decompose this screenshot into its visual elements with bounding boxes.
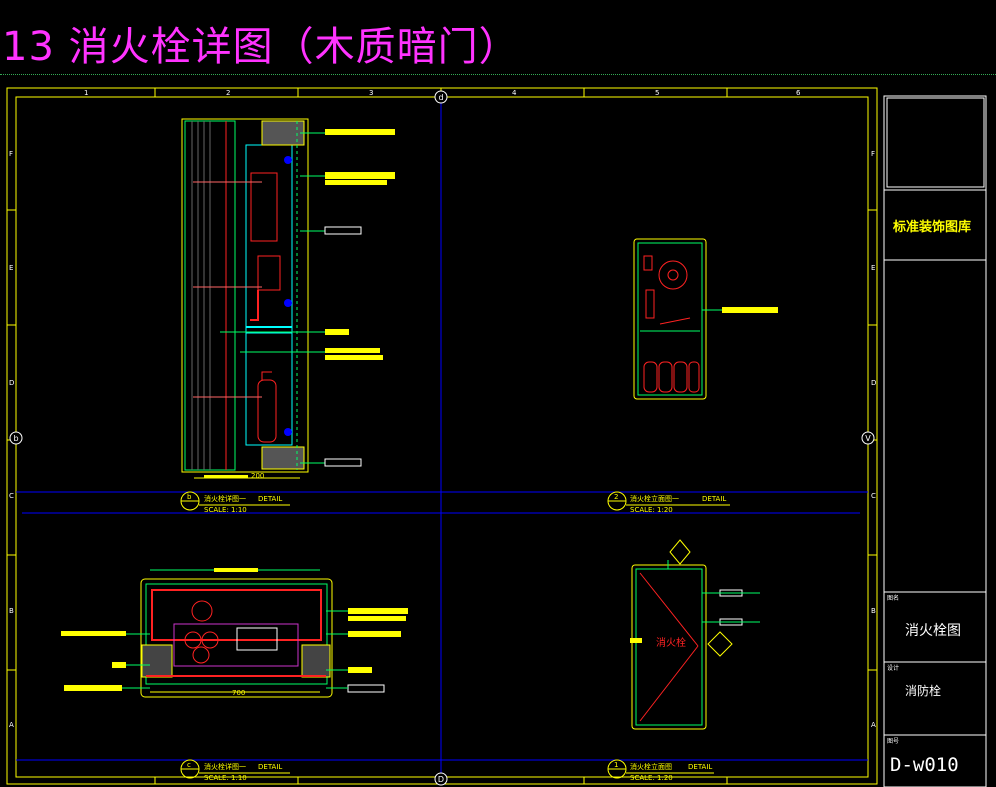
drawing-name-label: 图名 xyxy=(887,594,899,602)
detail-1-num: b xyxy=(187,493,192,501)
col-5: 5 xyxy=(655,89,659,97)
detail-1-suffix: DETAIL xyxy=(258,495,282,503)
center-grid-lines xyxy=(16,97,868,777)
sheet-title: 13 消火栓详图（木质暗门） xyxy=(2,24,520,70)
svg-text:D: D xyxy=(871,379,876,387)
marker-bottom: D xyxy=(438,775,444,784)
callout-bar xyxy=(325,129,395,135)
callout-bar xyxy=(325,329,349,335)
callout-bar xyxy=(61,631,126,636)
dim-700: 700 xyxy=(232,689,245,697)
drawing-no: D-w010 xyxy=(890,754,959,776)
detail-2-title: 消火栓立面图一 xyxy=(630,494,679,503)
detail-3-suffix: DETAIL xyxy=(258,763,282,771)
callout-tag xyxy=(347,684,385,693)
callout-bar xyxy=(348,616,406,621)
svg-text:F: F xyxy=(871,150,875,158)
callout-tag xyxy=(324,458,362,467)
marker-top: d xyxy=(438,93,443,102)
callout-bar xyxy=(722,307,778,313)
detail-3-title: 消火栓详图一 xyxy=(204,762,246,771)
svg-text:C: C xyxy=(871,492,876,500)
detail-labels xyxy=(180,491,730,779)
col-2: 2 xyxy=(226,89,230,97)
callout-tag xyxy=(324,226,362,235)
company-name: 标准装饰图库 xyxy=(892,219,971,235)
callout-bar xyxy=(325,172,395,179)
detail-4-title: 消火栓立面图 xyxy=(630,762,672,771)
detail-4-scale: SCALE: 1:20 xyxy=(630,774,673,782)
svg-text:A: A xyxy=(871,721,876,729)
svg-text:F: F xyxy=(9,150,13,158)
column-labels: 1 2 3 4 5 6 xyxy=(84,89,801,97)
detail-1-scale: SCALE: 1:10 xyxy=(204,506,247,514)
drawing-no-label: 图号 xyxy=(887,738,899,745)
marker-left: b xyxy=(13,434,18,443)
detail-elevation-1 xyxy=(633,238,778,400)
callout-bar xyxy=(112,662,126,668)
svg-text:A: A xyxy=(9,721,14,729)
design-value: 消防栓 xyxy=(905,683,941,698)
design-label: 设计 xyxy=(887,664,899,672)
detail-section-vertical: 200 xyxy=(181,118,395,480)
grid-markers xyxy=(9,90,875,786)
row-labels: F E D C B A F E D C B A xyxy=(9,150,876,729)
detail-4-num: 1 xyxy=(614,761,618,769)
title-block xyxy=(883,95,987,787)
outer-frame xyxy=(6,87,878,785)
top-grid-ticks xyxy=(7,88,877,784)
col-6: 6 xyxy=(796,89,801,97)
dim-200: 200 xyxy=(251,472,264,480)
detail-3-num: c xyxy=(187,761,191,769)
callout-bar xyxy=(325,355,383,360)
callout-bar xyxy=(64,685,122,691)
door-label: 消火栓 xyxy=(656,636,686,649)
detail-3-scale: SCALE: 1:10 xyxy=(204,774,247,782)
detail-2-scale: SCALE: 1:20 xyxy=(630,506,673,514)
callout-bar xyxy=(348,608,408,614)
detail-4-suffix: DETAIL xyxy=(688,763,712,771)
svg-text:B: B xyxy=(871,607,876,615)
detail-plan: 700 xyxy=(61,568,408,698)
detail-2-num: 2 xyxy=(614,493,618,501)
col-1: 1 xyxy=(84,89,88,97)
col-3: 3 xyxy=(369,89,373,97)
callout-bar xyxy=(325,348,380,353)
callout-bar xyxy=(348,667,372,673)
marker-right: V xyxy=(865,434,871,443)
svg-text:E: E xyxy=(9,264,13,272)
svg-text:C: C xyxy=(9,492,14,500)
svg-text:D: D xyxy=(9,379,14,387)
detail-1-title: 消火栓详图一 xyxy=(204,494,246,503)
svg-text:B: B xyxy=(9,607,14,615)
drawing-name: 消火栓图 xyxy=(905,623,961,639)
callout-bar xyxy=(348,631,401,637)
col-4: 4 xyxy=(512,89,517,97)
callout-bar xyxy=(325,180,387,185)
detail-2-suffix: DETAIL xyxy=(702,495,726,503)
svg-text:E: E xyxy=(871,264,875,272)
title-underline xyxy=(0,74,996,75)
detail-door-elevation: 消火栓 xyxy=(630,539,760,730)
